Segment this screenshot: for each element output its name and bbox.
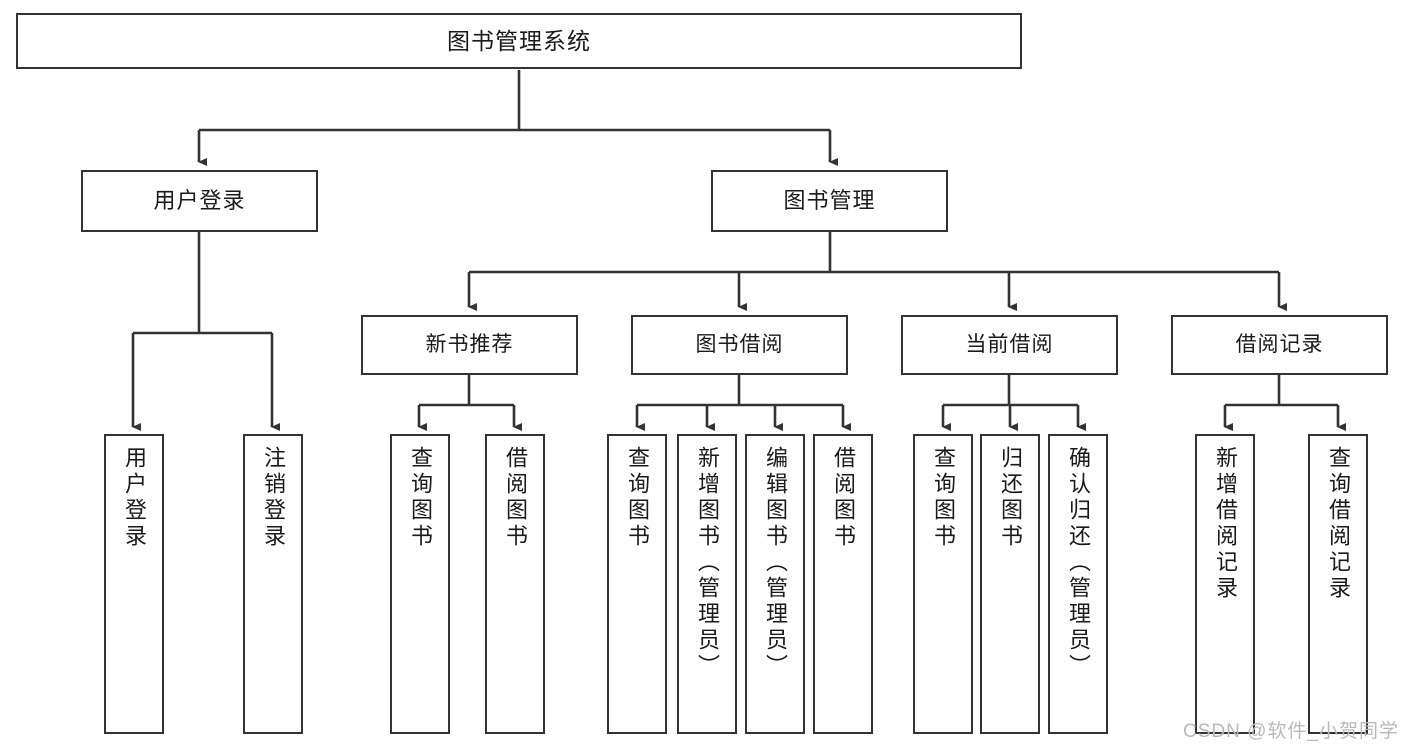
node-leaf-borrow-borrow-book-label: 借阅图书 (831, 446, 856, 550)
node-leaf-current-confirm-return[interactable]: 确认归还（管理员） (1048, 434, 1108, 734)
node-root-system-label: 图书管理系统 (447, 27, 591, 54)
node-user-login[interactable]: 用户登录 (81, 170, 318, 232)
node-leaf-borrow-borrow-book[interactable]: 借阅图书 (813, 434, 873, 734)
node-leaf-new-book-query-label: 查询图书 (408, 446, 433, 550)
node-leaf-borrow-add-book-label: 新增图书（管理员） (695, 446, 720, 680)
node-current-borrow-label: 当前借阅 (965, 333, 1054, 357)
node-leaf-record-add-label: 新增借阅记录 (1213, 446, 1238, 602)
node-book-borrow-label: 图书借阅 (695, 333, 784, 357)
node-new-book-recommend-label: 新书推荐 (425, 333, 514, 357)
node-current-borrow[interactable]: 当前借阅 (901, 315, 1118, 375)
node-leaf-borrow-add-book[interactable]: 新增图书（管理员） (677, 434, 737, 734)
node-leaf-new-book-borrow-label: 借阅图书 (503, 446, 528, 550)
node-leaf-user-login-logout-label: 注销登录 (261, 446, 286, 550)
node-borrow-record-label: 借阅记录 (1235, 333, 1324, 357)
node-leaf-new-book-borrow[interactable]: 借阅图书 (485, 434, 545, 734)
node-new-book-recommend[interactable]: 新书推荐 (361, 315, 578, 375)
node-leaf-current-return-label: 归还图书 (998, 446, 1023, 550)
node-leaf-record-query-label: 查询借阅记录 (1326, 446, 1351, 602)
node-book-management-label: 图书管理 (783, 188, 876, 214)
node-root-system[interactable]: 图书管理系统 (16, 13, 1022, 69)
node-borrow-record[interactable]: 借阅记录 (1171, 315, 1388, 375)
node-leaf-record-query[interactable]: 查询借阅记录 (1308, 434, 1368, 734)
node-leaf-current-return[interactable]: 归还图书 (980, 434, 1040, 734)
node-leaf-borrow-edit-book[interactable]: 编辑图书（管理员） (745, 434, 805, 734)
node-leaf-current-confirm-return-label: 确认归还（管理员） (1066, 446, 1091, 680)
node-leaf-borrow-edit-book-label: 编辑图书（管理员） (763, 446, 788, 680)
node-leaf-current-query[interactable]: 查询图书 (913, 434, 973, 734)
node-leaf-borrow-query-label: 查询图书 (625, 446, 650, 550)
node-book-borrow[interactable]: 图书借阅 (631, 315, 848, 375)
node-leaf-record-add[interactable]: 新增借阅记录 (1195, 434, 1255, 734)
node-leaf-borrow-query[interactable]: 查询图书 (607, 434, 667, 734)
node-user-login-label: 用户登录 (153, 188, 246, 214)
node-leaf-current-query-label: 查询图书 (931, 446, 956, 550)
node-book-management[interactable]: 图书管理 (711, 170, 948, 232)
node-leaf-user-login-logout[interactable]: 注销登录 (243, 434, 303, 734)
node-leaf-new-book-query[interactable]: 查询图书 (390, 434, 450, 734)
node-leaf-user-login-login-label: 用户登录 (122, 446, 147, 550)
node-leaf-user-login-login[interactable]: 用户登录 (104, 434, 164, 734)
